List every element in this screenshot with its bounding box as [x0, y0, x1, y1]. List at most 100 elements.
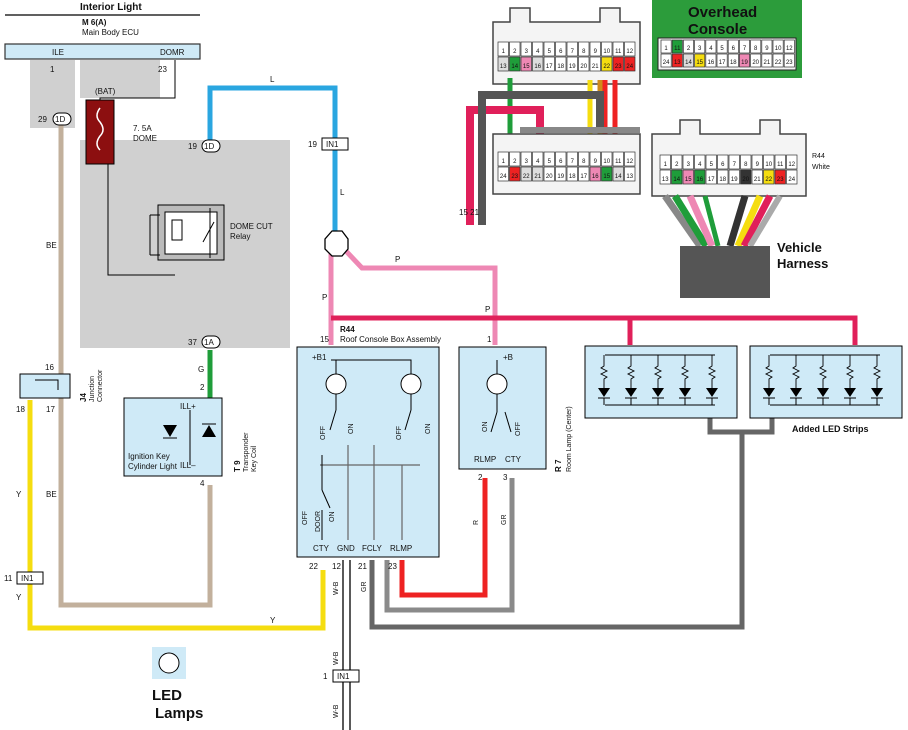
over-conn-pin-label: 21 [764, 60, 771, 66]
mid-conn-pin-label: 7 [571, 159, 575, 165]
svg-text:11: 11 [4, 574, 13, 583]
top-conn-cell [509, 41, 521, 57]
label-wb-c: W-B [333, 704, 340, 718]
mid-conn-pin-label: 20 [546, 174, 553, 180]
right-conn-pin-label: 8 [744, 162, 748, 168]
mid-conn-pin-label: 11 [615, 159, 622, 165]
ecu-pin-domr: DOMR [160, 48, 185, 57]
mid-conn-cell [497, 151, 509, 167]
diagram-title: Interior Light [80, 2, 142, 13]
right-conn-pin-label: 1 [664, 162, 668, 168]
svg-text:FCLY: FCLY [362, 544, 383, 553]
label-be-upper: BE [46, 241, 57, 250]
right-conn-cell [763, 169, 775, 185]
top-conn-pin-label: 19 [569, 64, 576, 70]
mid-conn-cell [532, 166, 544, 182]
mid-conn-pin-label: 24 [500, 174, 507, 180]
svg-text:IN1: IN1 [337, 672, 350, 681]
svg-text:LED: LED [152, 687, 182, 704]
svg-text:2: 2 [478, 473, 483, 482]
label-gr-b: GR [501, 515, 508, 526]
right-conn-cell [717, 169, 729, 185]
wire-l [207, 85, 338, 232]
over-conn-cell [739, 39, 750, 54]
svg-text:CTY: CTY [505, 455, 522, 464]
top-conn-cell [497, 41, 509, 57]
over-conn-cell [761, 53, 773, 68]
right-conn-pin-label: 6 [721, 162, 725, 168]
wire-y [27, 400, 326, 631]
wire-be [58, 125, 213, 608]
top-conn-pin-label: 13 [500, 64, 507, 70]
top-conn-cell [589, 56, 601, 72]
svg-text:ON: ON [329, 512, 336, 523]
top-conn-cell [624, 41, 636, 57]
top-conn-cell [578, 56, 590, 72]
mid-conn-cell [578, 166, 590, 182]
ecu-drop-panel-2 [80, 60, 160, 98]
top-conn-cell [543, 56, 555, 72]
top-conn-pin-label: 15 [523, 64, 530, 70]
connector-in1-bottom: IN1 1 [323, 669, 360, 683]
svg-text:Junction: Junction [89, 376, 96, 402]
over-conn-pin-label: 14 [685, 60, 692, 66]
svg-text:Overhead: Overhead [688, 4, 757, 21]
svg-text:23: 23 [388, 562, 397, 571]
svg-text:R 7: R 7 [554, 459, 563, 472]
mid-conn-cell [555, 151, 567, 167]
mid-conn-cell [578, 151, 590, 167]
mid-conn-cell [520, 151, 532, 167]
over-conn-cell [660, 39, 672, 54]
svg-text:Lamps: Lamps [155, 705, 203, 722]
ecu-name: Main Body ECU [82, 28, 139, 37]
mid-conn-cell [543, 151, 555, 167]
top-conn-cell [612, 56, 624, 72]
top-conn-pin-label: 3 [525, 49, 529, 55]
label-wb-a: W-B [333, 581, 340, 595]
top-conn-cell [555, 41, 567, 57]
mid-conn-pin-label: 1 [502, 159, 506, 165]
over-conn-pin-label: 15 [696, 60, 703, 66]
right-conn-pin-label: 16 [696, 177, 703, 183]
svg-text:(BAT): (BAT) [95, 87, 116, 96]
right-conn-cell [763, 154, 775, 170]
wire-wb [342, 560, 351, 730]
mid-conn-cell [624, 166, 636, 182]
over-conn-cell [783, 39, 795, 54]
svg-text:18: 18 [16, 405, 25, 414]
top-conn-cell [624, 56, 636, 72]
mid-conn-cell [555, 166, 567, 182]
mid-conn-pin-label: 16 [592, 174, 599, 180]
ecu-pin-1: 1 [50, 65, 55, 74]
mid-conn-pin-label: 15 [603, 174, 610, 180]
svg-text:2: 2 [200, 383, 205, 392]
over-conn-pin-label: 3 [698, 46, 702, 52]
over-conn-cell [772, 39, 784, 54]
right-conn-pin-label: 14 [673, 177, 680, 183]
over-conn-cell [705, 39, 717, 54]
svg-text:R44: R44 [812, 153, 825, 160]
svg-text:22: 22 [309, 562, 318, 571]
svg-text:GND: GND [337, 544, 355, 553]
label-r: R [473, 520, 480, 525]
led-resistor [845, 355, 855, 388]
right-conn-pin-label: 23 [777, 177, 784, 183]
right-conn-pin-label: 15 [685, 177, 692, 183]
right-conn-pin-label: 20 [742, 177, 749, 183]
right-conn-cell [751, 154, 763, 170]
led-diode [817, 388, 829, 397]
right-conn-cell [786, 169, 798, 185]
over-conn-cell [694, 39, 706, 54]
led-lamp-icon [158, 652, 180, 674]
right-conn-pin-label: 24 [788, 177, 795, 183]
mid-conn-cell [520, 166, 532, 182]
roof-console-box: R44 Roof Console Box Assembly 15 +B1 OFF… [296, 325, 441, 571]
right-conn-pin-label: 17 [708, 177, 715, 183]
led-strips-label: Added LED Strips [792, 424, 869, 434]
mid-conn-pin-label: 8 [582, 159, 586, 165]
over-conn-pin-label: 8 [754, 46, 758, 52]
top-conn-pin-label: 18 [557, 64, 564, 70]
over-conn-pin-label: 17 [719, 60, 726, 66]
